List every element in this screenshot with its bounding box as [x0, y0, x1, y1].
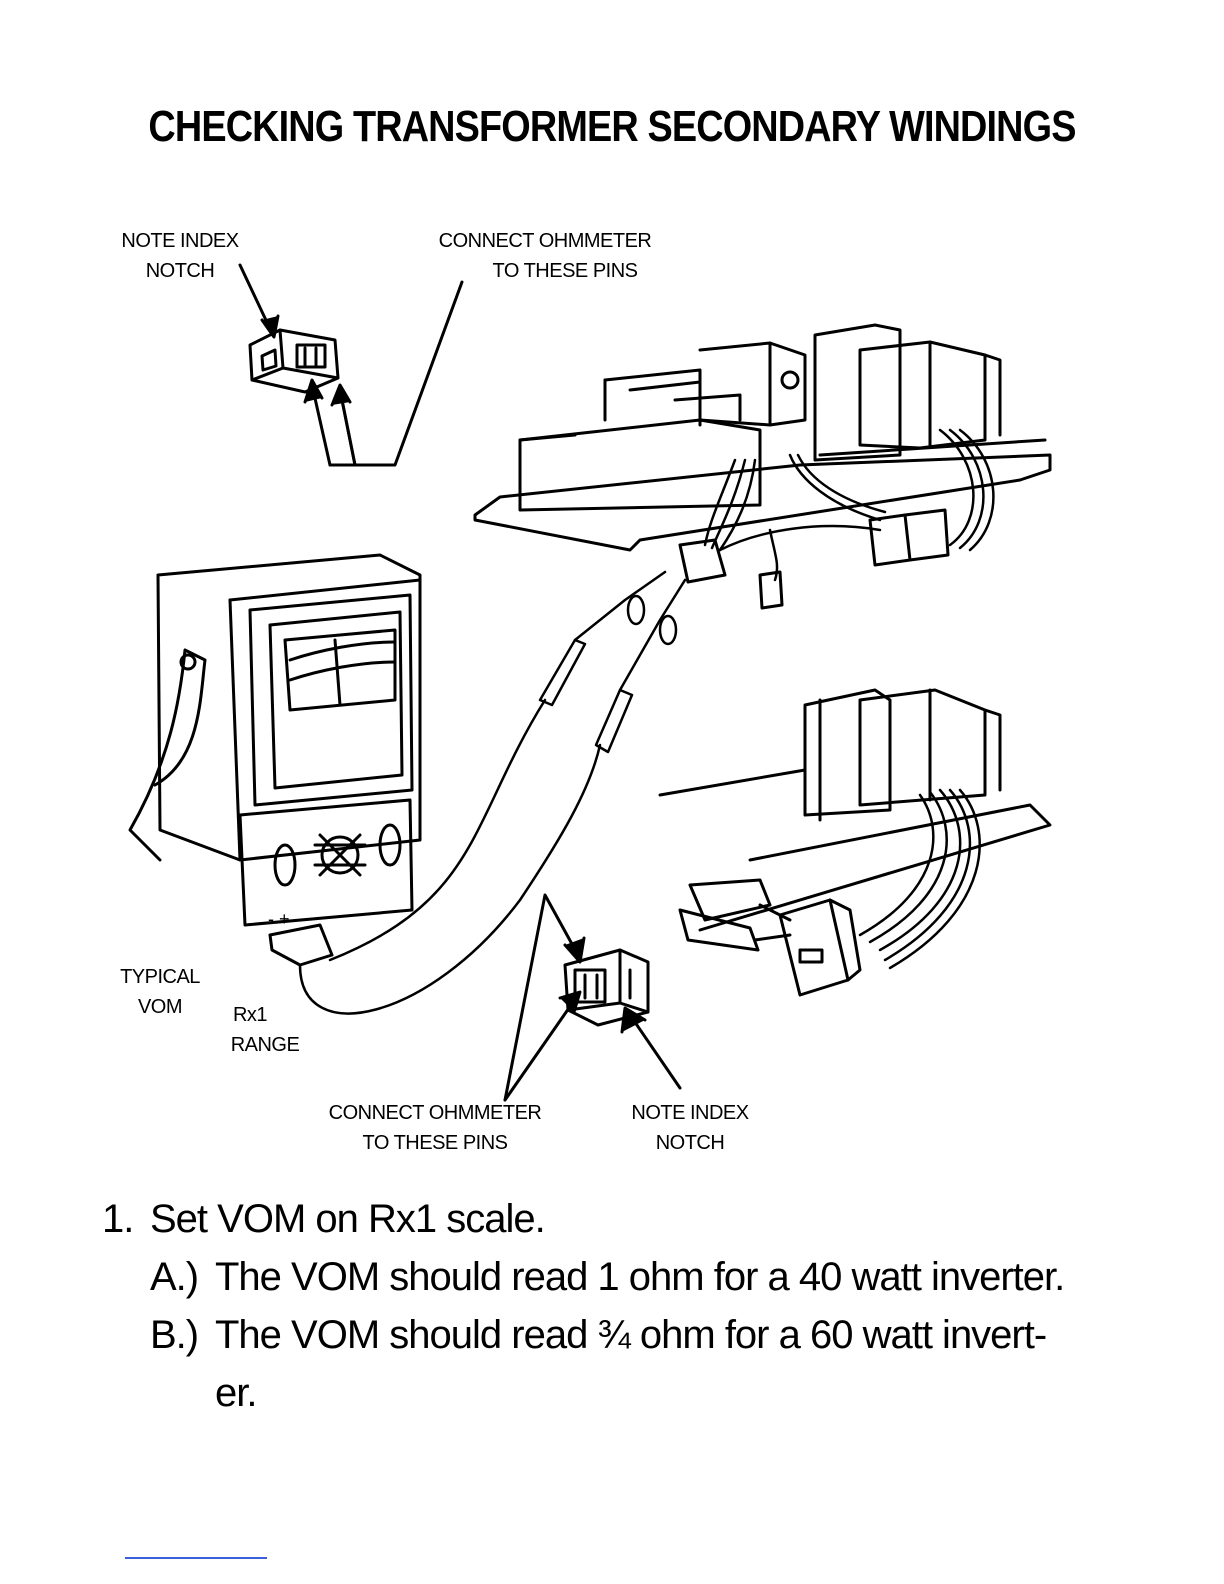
step-b-text-line2: er.	[215, 1364, 256, 1422]
lower-wires	[860, 790, 980, 968]
top-callout-arrows	[240, 265, 462, 465]
step-1-text: Set VOM on Rx1 scale.	[150, 1190, 545, 1248]
footer-rule	[125, 1557, 267, 1559]
top-connector-detail	[250, 330, 338, 392]
upper-plugs	[680, 510, 948, 608]
step-a-text: The VOM should read 1 ohm for a 40 watt …	[215, 1248, 1064, 1306]
vom-meter: - +	[130, 555, 420, 965]
step-a-label: A.)	[150, 1248, 198, 1306]
svg-text:- +: - +	[268, 909, 290, 929]
lower-plug	[680, 880, 860, 995]
step-1-number: 1.	[102, 1190, 133, 1248]
step-b-text-line1: The VOM should read ¾ ohm for a 60 watt …	[215, 1306, 1046, 1364]
step-b-label: B.)	[150, 1306, 198, 1364]
upper-board	[475, 325, 1050, 550]
lower-board	[660, 690, 1050, 930]
bottom-callout-arrows	[505, 895, 680, 1100]
test-leads	[300, 572, 685, 1013]
